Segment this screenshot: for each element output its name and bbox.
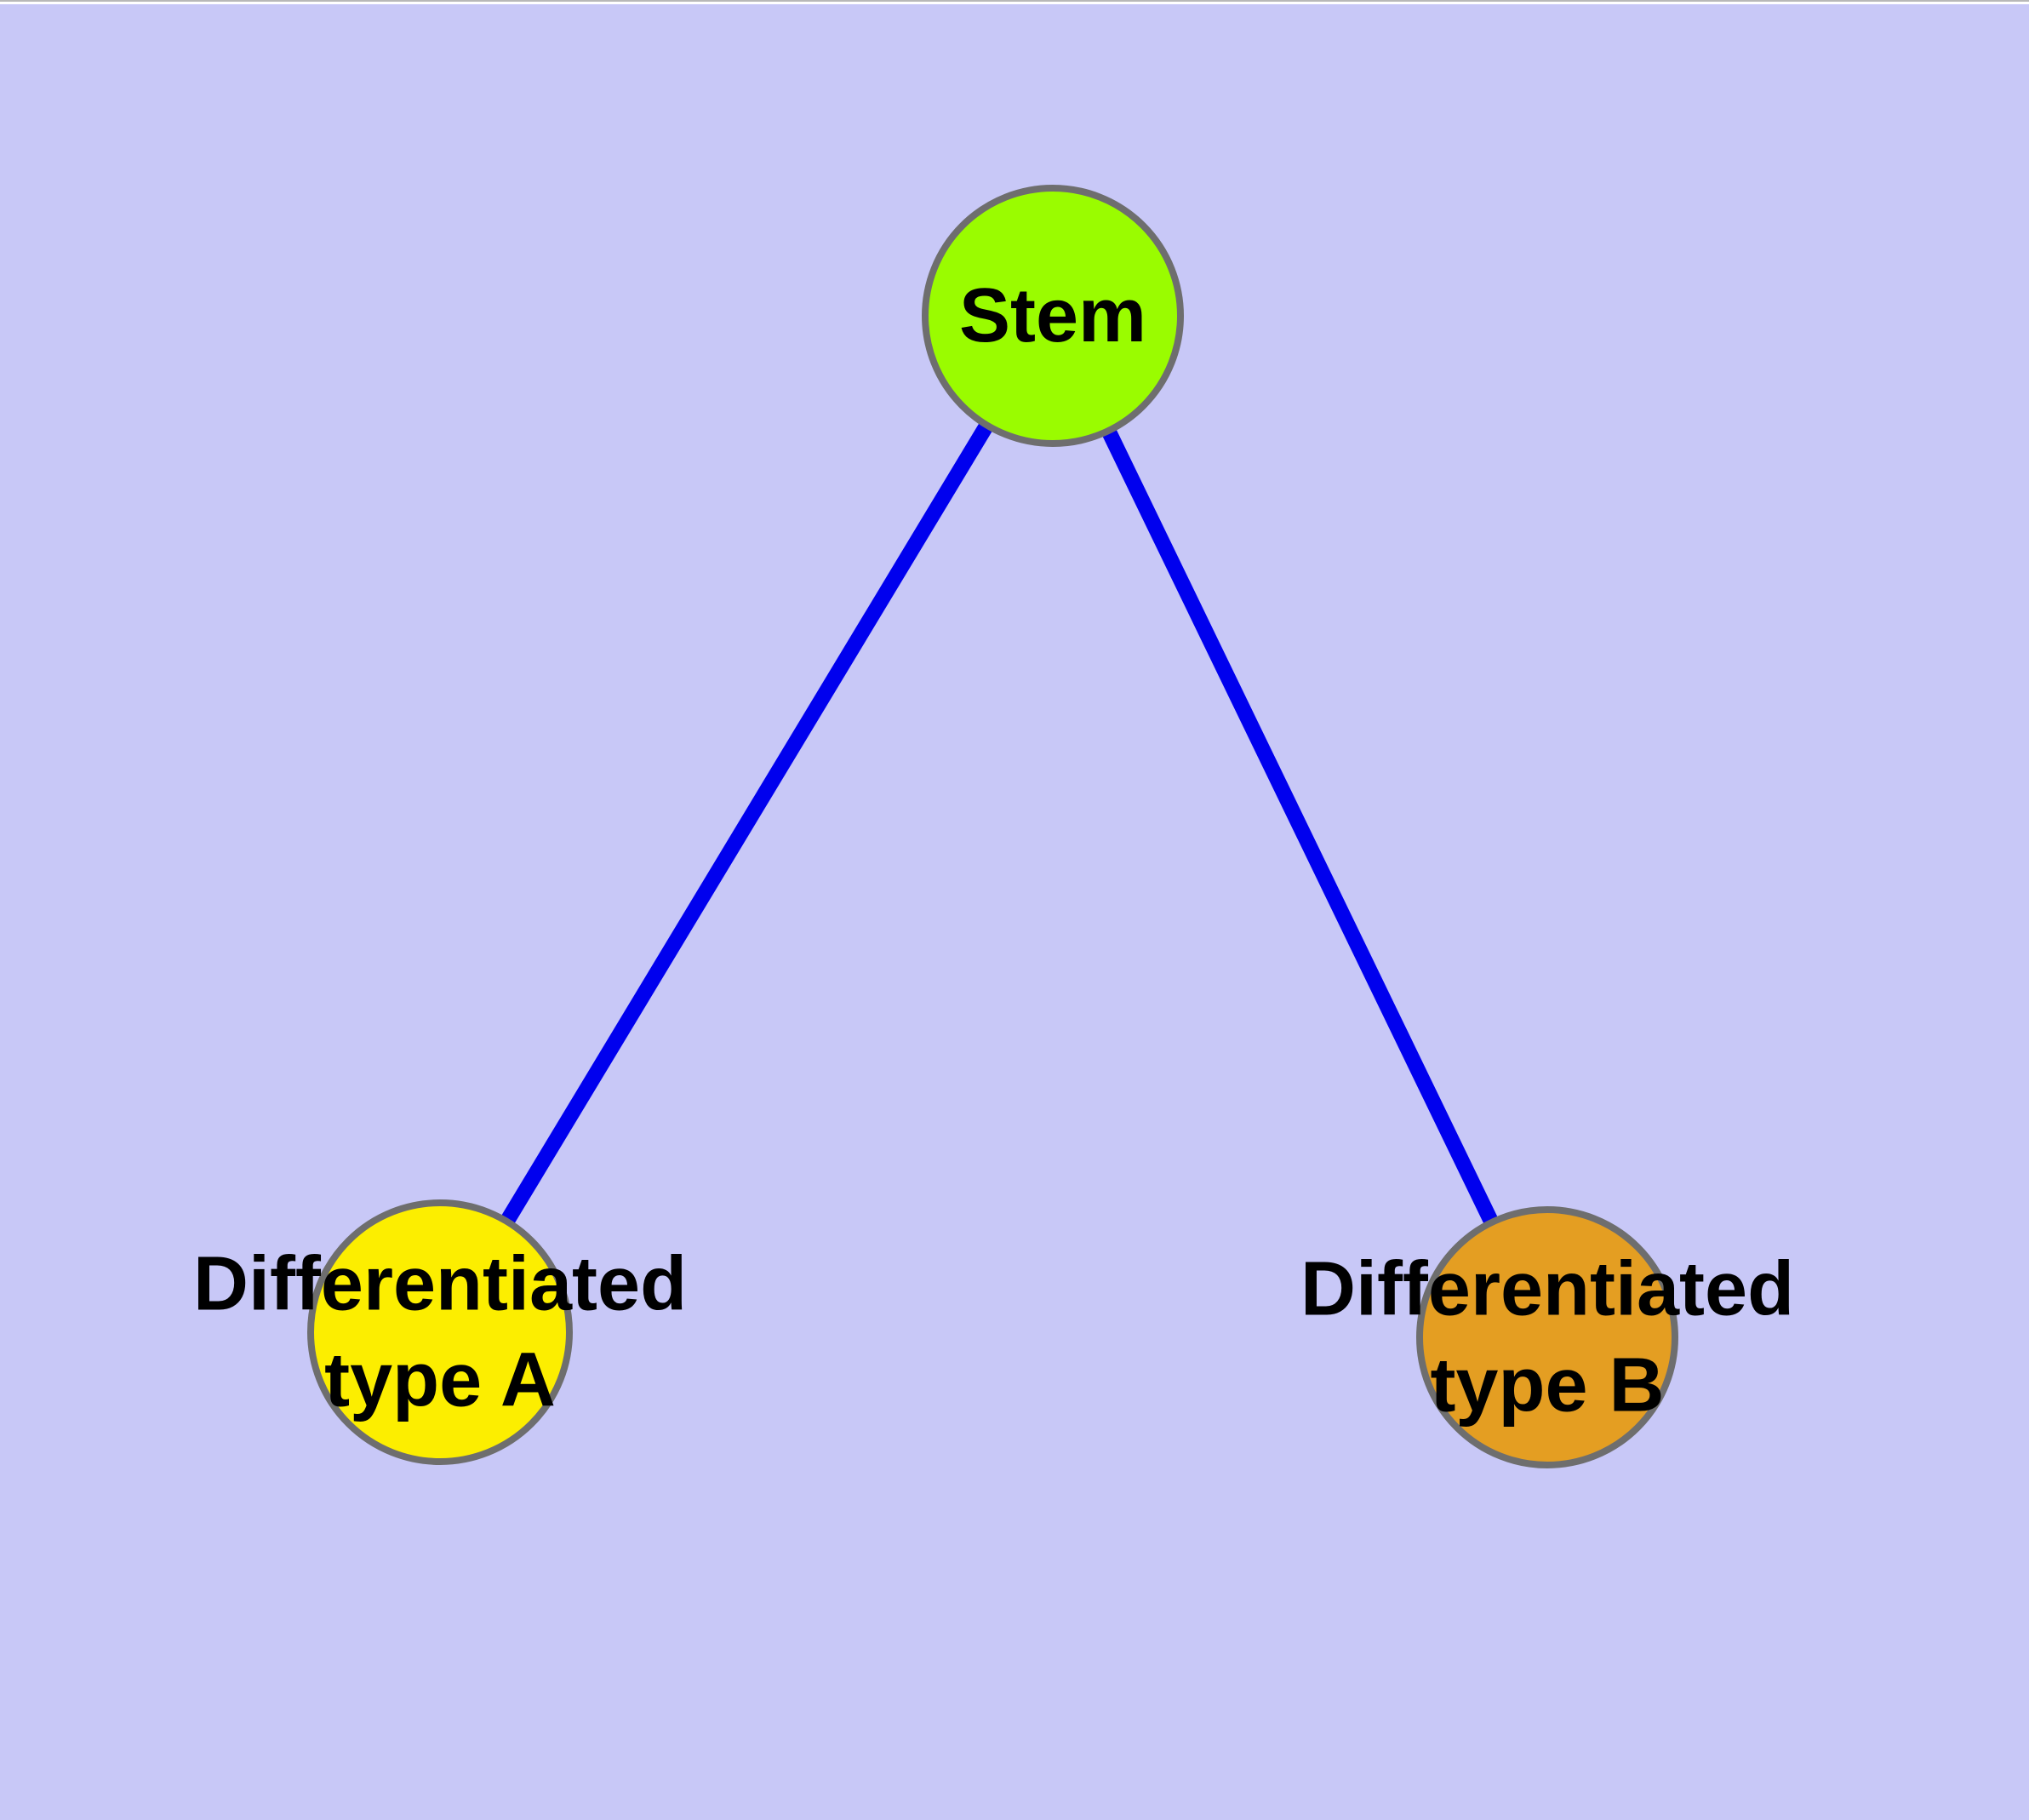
node-circle-type-b [1416,1206,1678,1468]
window-top-edge [0,0,2029,4]
node-circle-type-a [307,1199,573,1465]
node-circle-stem [922,185,1184,447]
edge-stem-to-type-a [433,312,1060,1336]
edge-stem-to-type-b [1045,312,1555,1341]
